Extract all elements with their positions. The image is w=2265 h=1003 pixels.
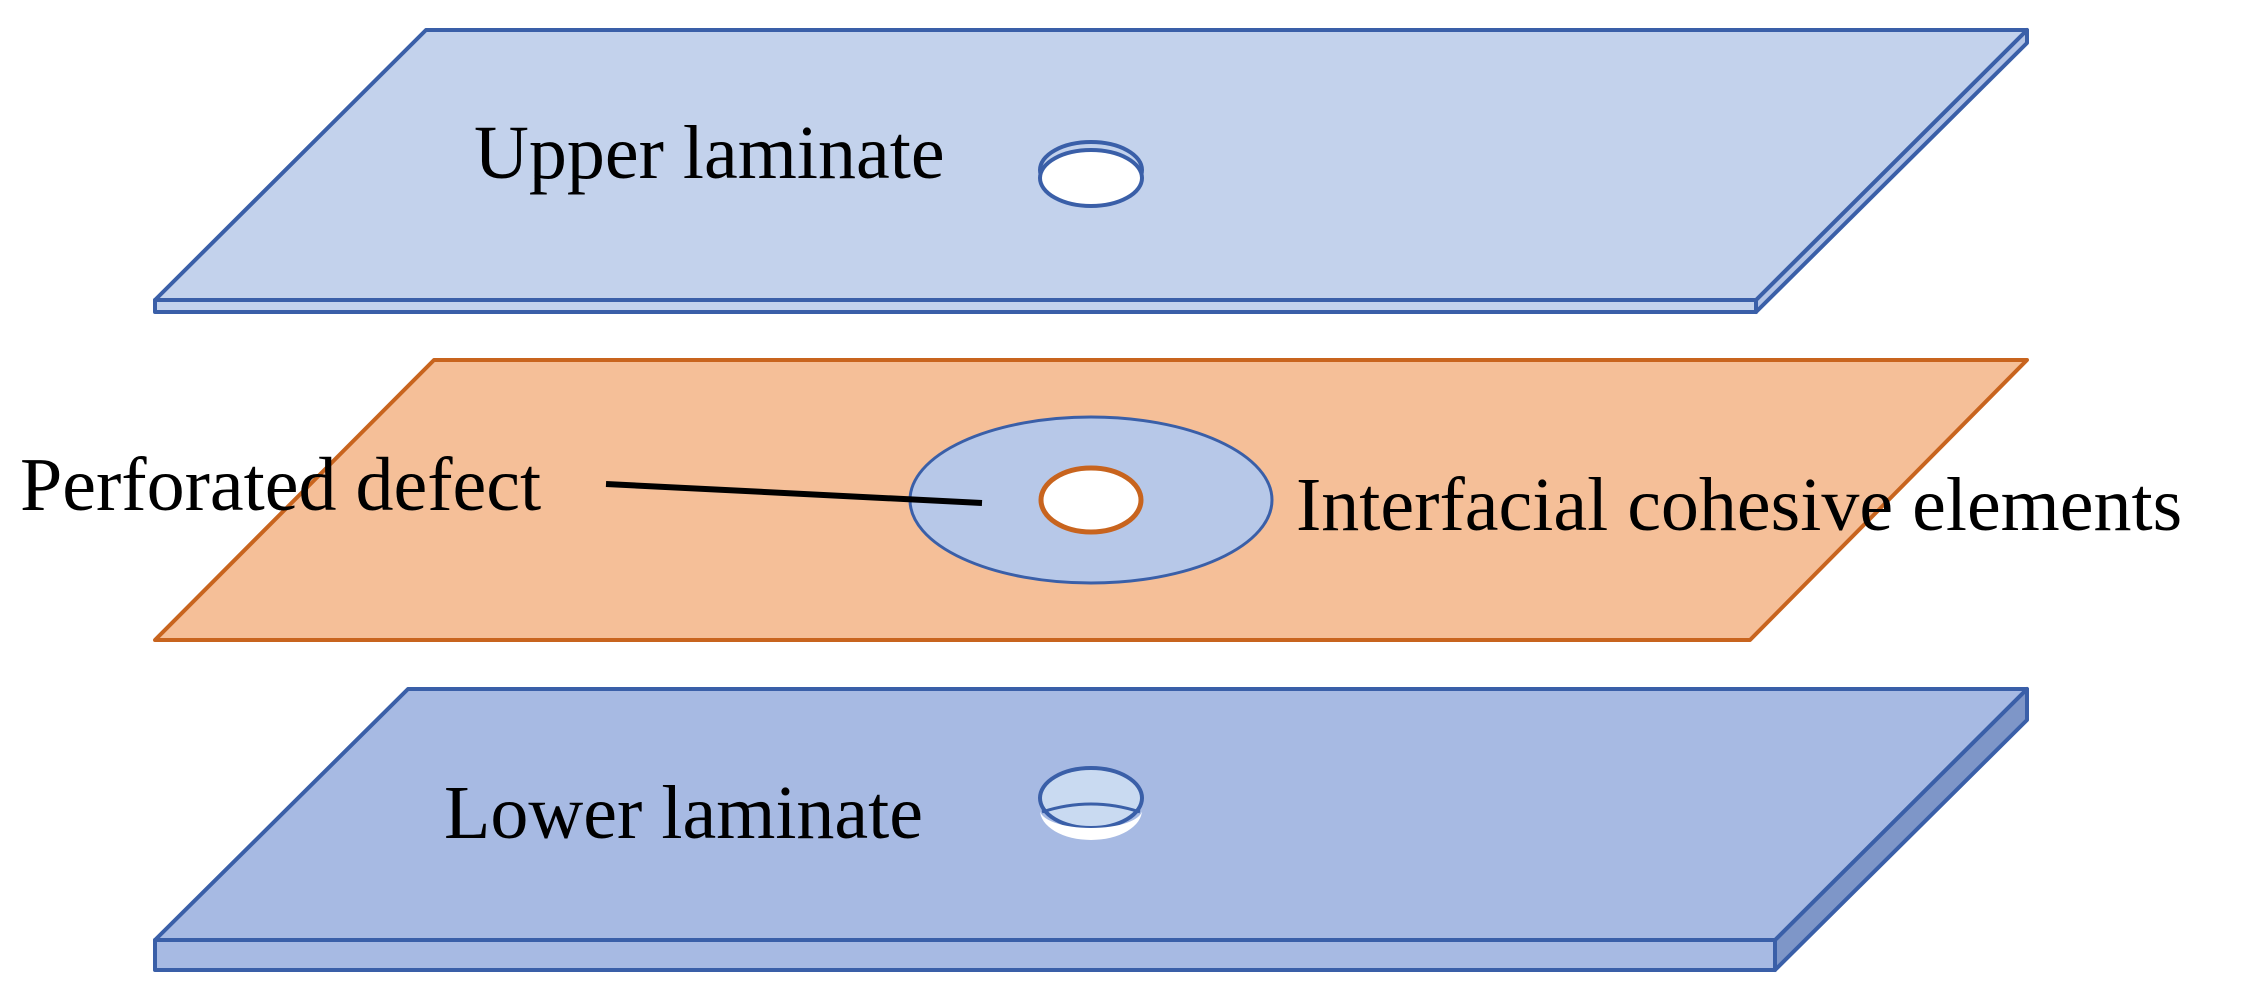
lower-laminate-front-edge: [153, 938, 1777, 972]
lower-laminate: Lower laminate: [153, 687, 2029, 972]
upper-laminate-hole: [1038, 140, 1144, 208]
lower-laminate-label: Lower laminate: [444, 771, 923, 855]
upper-laminate: Upper laminate: [153, 28, 2029, 314]
perforated-defect-hole: [1038, 465, 1144, 535]
cohesive-elements-label: Interfacial cohesive elements: [1296, 463, 2182, 547]
perforated-defect-label: Perforated defect: [20, 443, 541, 527]
lower-laminate-hole: [1038, 766, 1144, 840]
perforated-defect-leader-line: [605, 481, 983, 506]
cohesive-layer: Perforated defect Interfacial cohesive e…: [20, 358, 2182, 642]
upper-laminate-label: Upper laminate: [474, 111, 945, 195]
